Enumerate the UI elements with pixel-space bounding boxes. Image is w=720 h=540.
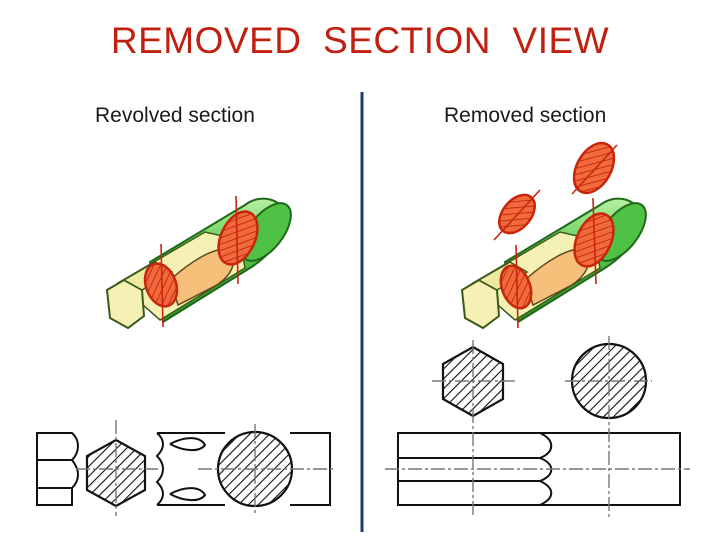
revolved-shaft-3d [105, 195, 292, 330]
section-axis-line [160, 243, 164, 328]
removed-round-section-3d [572, 141, 616, 195]
removed-shaft-3d [460, 141, 647, 330]
section-axis-line [235, 195, 239, 285]
shaft-left-outline [36, 432, 79, 506]
page-title: REMOVED SECTION VIEW [110, 20, 610, 61]
revolved-round-section [217, 210, 259, 266]
removed-section-label: Removed section [444, 104, 607, 127]
revolved-hex-section [143, 262, 179, 308]
revolved-section-2d [36, 420, 335, 516]
shaft-middle-outline [155, 432, 164, 506]
section-axis-line [592, 197, 597, 285]
section-axis-line [515, 244, 519, 329]
revolved-section-label: Revolved section [95, 104, 255, 127]
removed-section-2d [385, 336, 690, 518]
hex-section-on-part [499, 264, 533, 310]
